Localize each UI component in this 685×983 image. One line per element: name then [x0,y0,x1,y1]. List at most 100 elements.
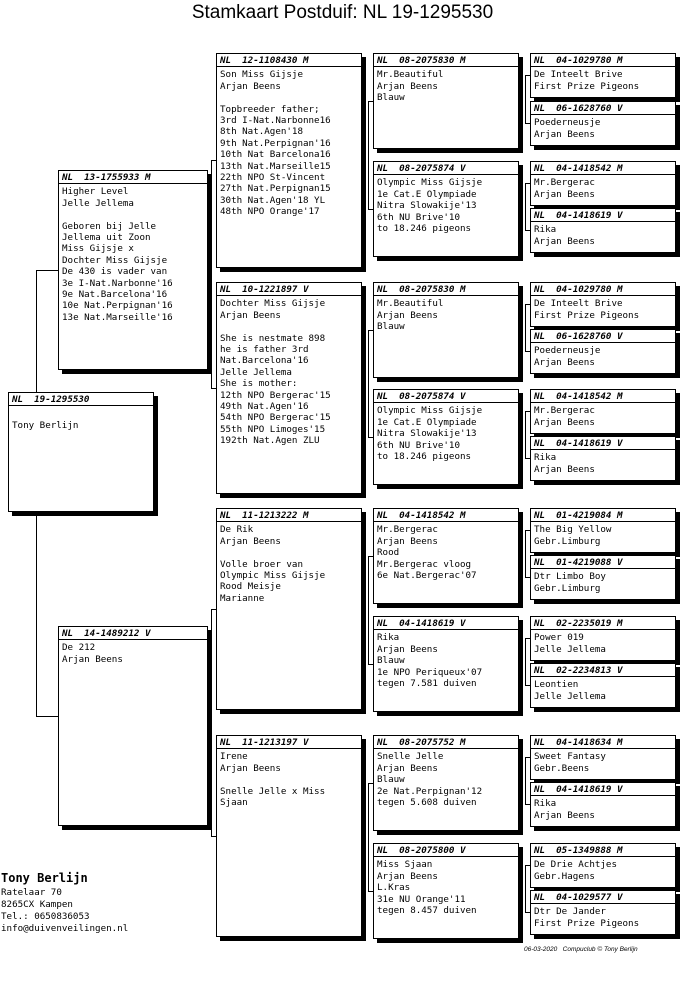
detail-line: Son Miss Gijsje [220,69,303,81]
detail-line: Power 019 [534,632,584,644]
detail-line: Mr.Bergerac vloog [377,558,472,570]
detail-line: First Prize Pigeons [534,80,640,92]
footer-credit: Compuclub © Tony Berlijn [562,946,638,953]
connector-line [368,330,369,437]
detail-line: Rika [534,452,557,464]
detail-line [220,774,358,785]
detail-line: Arjan Beens [377,870,438,882]
connector-line [211,388,216,389]
detail-line: 6th NU Brive'10 [377,211,460,223]
detail-line: She is nestmate 898 [220,332,326,344]
detail-line: Leontien [534,679,579,691]
detail-line [220,92,358,103]
detail-line: tegen 8.457 duiven [377,905,477,917]
detail-line: Rika [377,632,400,644]
connector-line [368,437,373,438]
ring-number: NL 06-1628760 V [531,330,675,344]
detail-line: Poederneusje [534,117,601,129]
ring-number: NL 02-2235019 M [531,617,675,631]
detail-line: She is mother: [220,378,298,390]
detail-line: Snelle Jelle [377,751,444,763]
connector-line [525,530,526,577]
connector-line [368,556,369,664]
detail-line: Nitra Slowakije'13 [377,200,477,212]
connector-line [525,865,526,912]
detail-line: Olympic Miss Gijsje [377,177,483,189]
detail-line: Gebr.Limburg [534,535,601,547]
detail-line: 9th Nat.Perpignan'16 [220,137,331,149]
detail-line: 3e I-Nat.Narbonne'16 [62,277,173,289]
detail-line: Blauw [377,92,405,104]
detail-line: 10th Nat Barcelona16 [220,149,331,161]
ring-number: NL 11-1213197 V [217,736,361,750]
detail-line: Arjan Beens [220,80,281,92]
connector-line [525,530,530,531]
detail-line: Blauw [377,321,405,333]
connector-line [211,160,216,161]
breeder-phone: Tel.: 0650836053 [1,911,90,922]
detail-line: Dochter Miss Gijsje [220,298,326,310]
detail-line: De Inteelt Brive [534,69,623,81]
connector-line [211,836,216,837]
detail-line: Dtr De Jander [534,906,606,918]
detail-line: 48th NPO Orange'17 [220,206,320,218]
detail-line: Arjan Beens [534,128,595,140]
detail-line: Gebr.Limburg [534,582,601,594]
detail-line: tegen 7.581 duiven [377,678,477,690]
detail-line: 13e Nat.Marseille'16 [62,311,173,323]
connector-line [525,757,530,758]
detail-line: 192th Nat.Agen ZLU [220,435,320,447]
connector-line [368,209,373,210]
footer-date: 06-03-2020 [524,946,558,953]
detail-line: De 212 [62,642,96,654]
detail-line: Higher Level [62,186,129,198]
ring-number: NL 08-2075752 M [374,736,518,750]
detail-line: Rood Meisje [220,581,281,593]
connector-line [525,411,530,412]
detail-line: De Inteelt Brive [534,298,623,310]
detail-line [220,321,358,332]
connector-line [368,891,373,892]
ring-number: NL 08-2075800 V [374,844,518,858]
detail-line [220,547,358,558]
detail-line: Arjan Beens [534,356,595,368]
ring-number: NL 08-2075874 V [374,390,518,404]
ring-number: NL 10-1221897 V [217,283,361,297]
connector-line [36,270,37,392]
detail-line: Jellema uit Zoon [62,232,151,244]
ring-number: NL 06-1628760 V [531,102,675,116]
detail-line: Poederneusje [534,345,601,357]
detail-line: 9e Nat.Barcelona'16 [62,289,168,301]
breeder-name: Tony Berlijn [1,871,88,885]
connector-line [368,101,373,102]
detail-line: Arjan Beens [377,80,438,92]
detail-line: First Prize Pigeons [534,309,640,321]
